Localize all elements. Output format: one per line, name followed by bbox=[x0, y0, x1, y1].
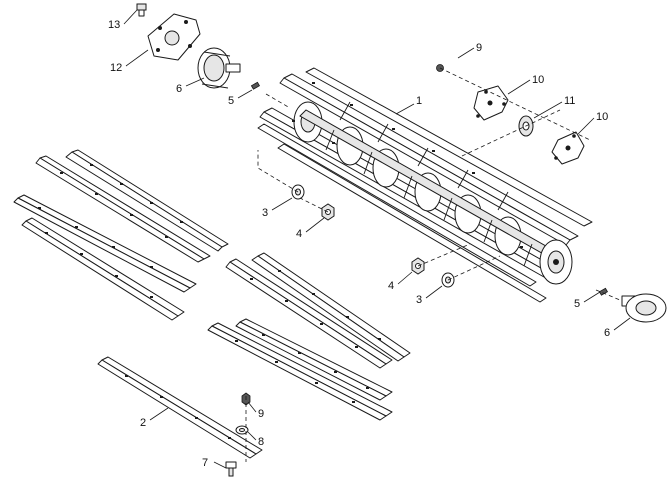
callout-12: 12 bbox=[110, 62, 122, 74]
bearing-6-left bbox=[197, 47, 241, 89]
reel-assembly bbox=[257, 67, 593, 303]
bolt-7 bbox=[225, 461, 237, 477]
assembly-lines bbox=[245, 67, 621, 462]
callout-4-upper: 4 bbox=[296, 228, 302, 240]
blade bbox=[35, 155, 211, 263]
end-plate-10-upper bbox=[473, 85, 509, 121]
leader-lines bbox=[123, 9, 631, 469]
bearing-6-right bbox=[621, 293, 667, 323]
blade-group-center bbox=[207, 252, 411, 421]
blade bbox=[207, 322, 393, 421]
bearing-housing-12 bbox=[147, 13, 201, 61]
callout-4-lower: 4 bbox=[388, 280, 394, 292]
callout-3-lower: 3 bbox=[416, 294, 422, 306]
callout-6-right: 6 bbox=[604, 327, 610, 339]
callout-1: 1 bbox=[416, 95, 422, 107]
callout-6-left: 6 bbox=[176, 83, 182, 95]
callout-9-top: 9 bbox=[476, 42, 482, 54]
bolt-5-right bbox=[598, 287, 609, 296]
callout-5-right: 5 bbox=[574, 298, 580, 310]
callout-11: 11 bbox=[564, 95, 575, 107]
callout-2: 2 bbox=[140, 417, 146, 429]
blade-group-left bbox=[13, 149, 229, 321]
end-plate-10-lower bbox=[551, 131, 585, 165]
callout-9-bottom: 9 bbox=[258, 408, 264, 420]
blade bbox=[13, 194, 197, 293]
callout-3-upper: 3 bbox=[262, 207, 268, 219]
callout-10-upper: 10 bbox=[532, 74, 544, 86]
callout-labels: 13 12 6 5 1 9 10 11 10 3 4 4 3 5 6 2 9 8… bbox=[108, 19, 610, 469]
single-blade bbox=[97, 356, 263, 459]
callout-5-left: 5 bbox=[228, 95, 234, 107]
screw-13 bbox=[136, 3, 147, 17]
callout-7: 7 bbox=[202, 457, 208, 469]
callout-10-lower: 10 bbox=[596, 111, 608, 123]
callout-8: 8 bbox=[258, 436, 264, 448]
blade bbox=[235, 318, 393, 401]
blade bbox=[251, 252, 411, 362]
bolt-5-left bbox=[250, 81, 261, 90]
washer-8 bbox=[235, 425, 249, 435]
blade bbox=[21, 217, 185, 321]
blade bbox=[65, 149, 229, 252]
callout-13: 13 bbox=[108, 19, 120, 31]
blade bbox=[225, 258, 393, 369]
